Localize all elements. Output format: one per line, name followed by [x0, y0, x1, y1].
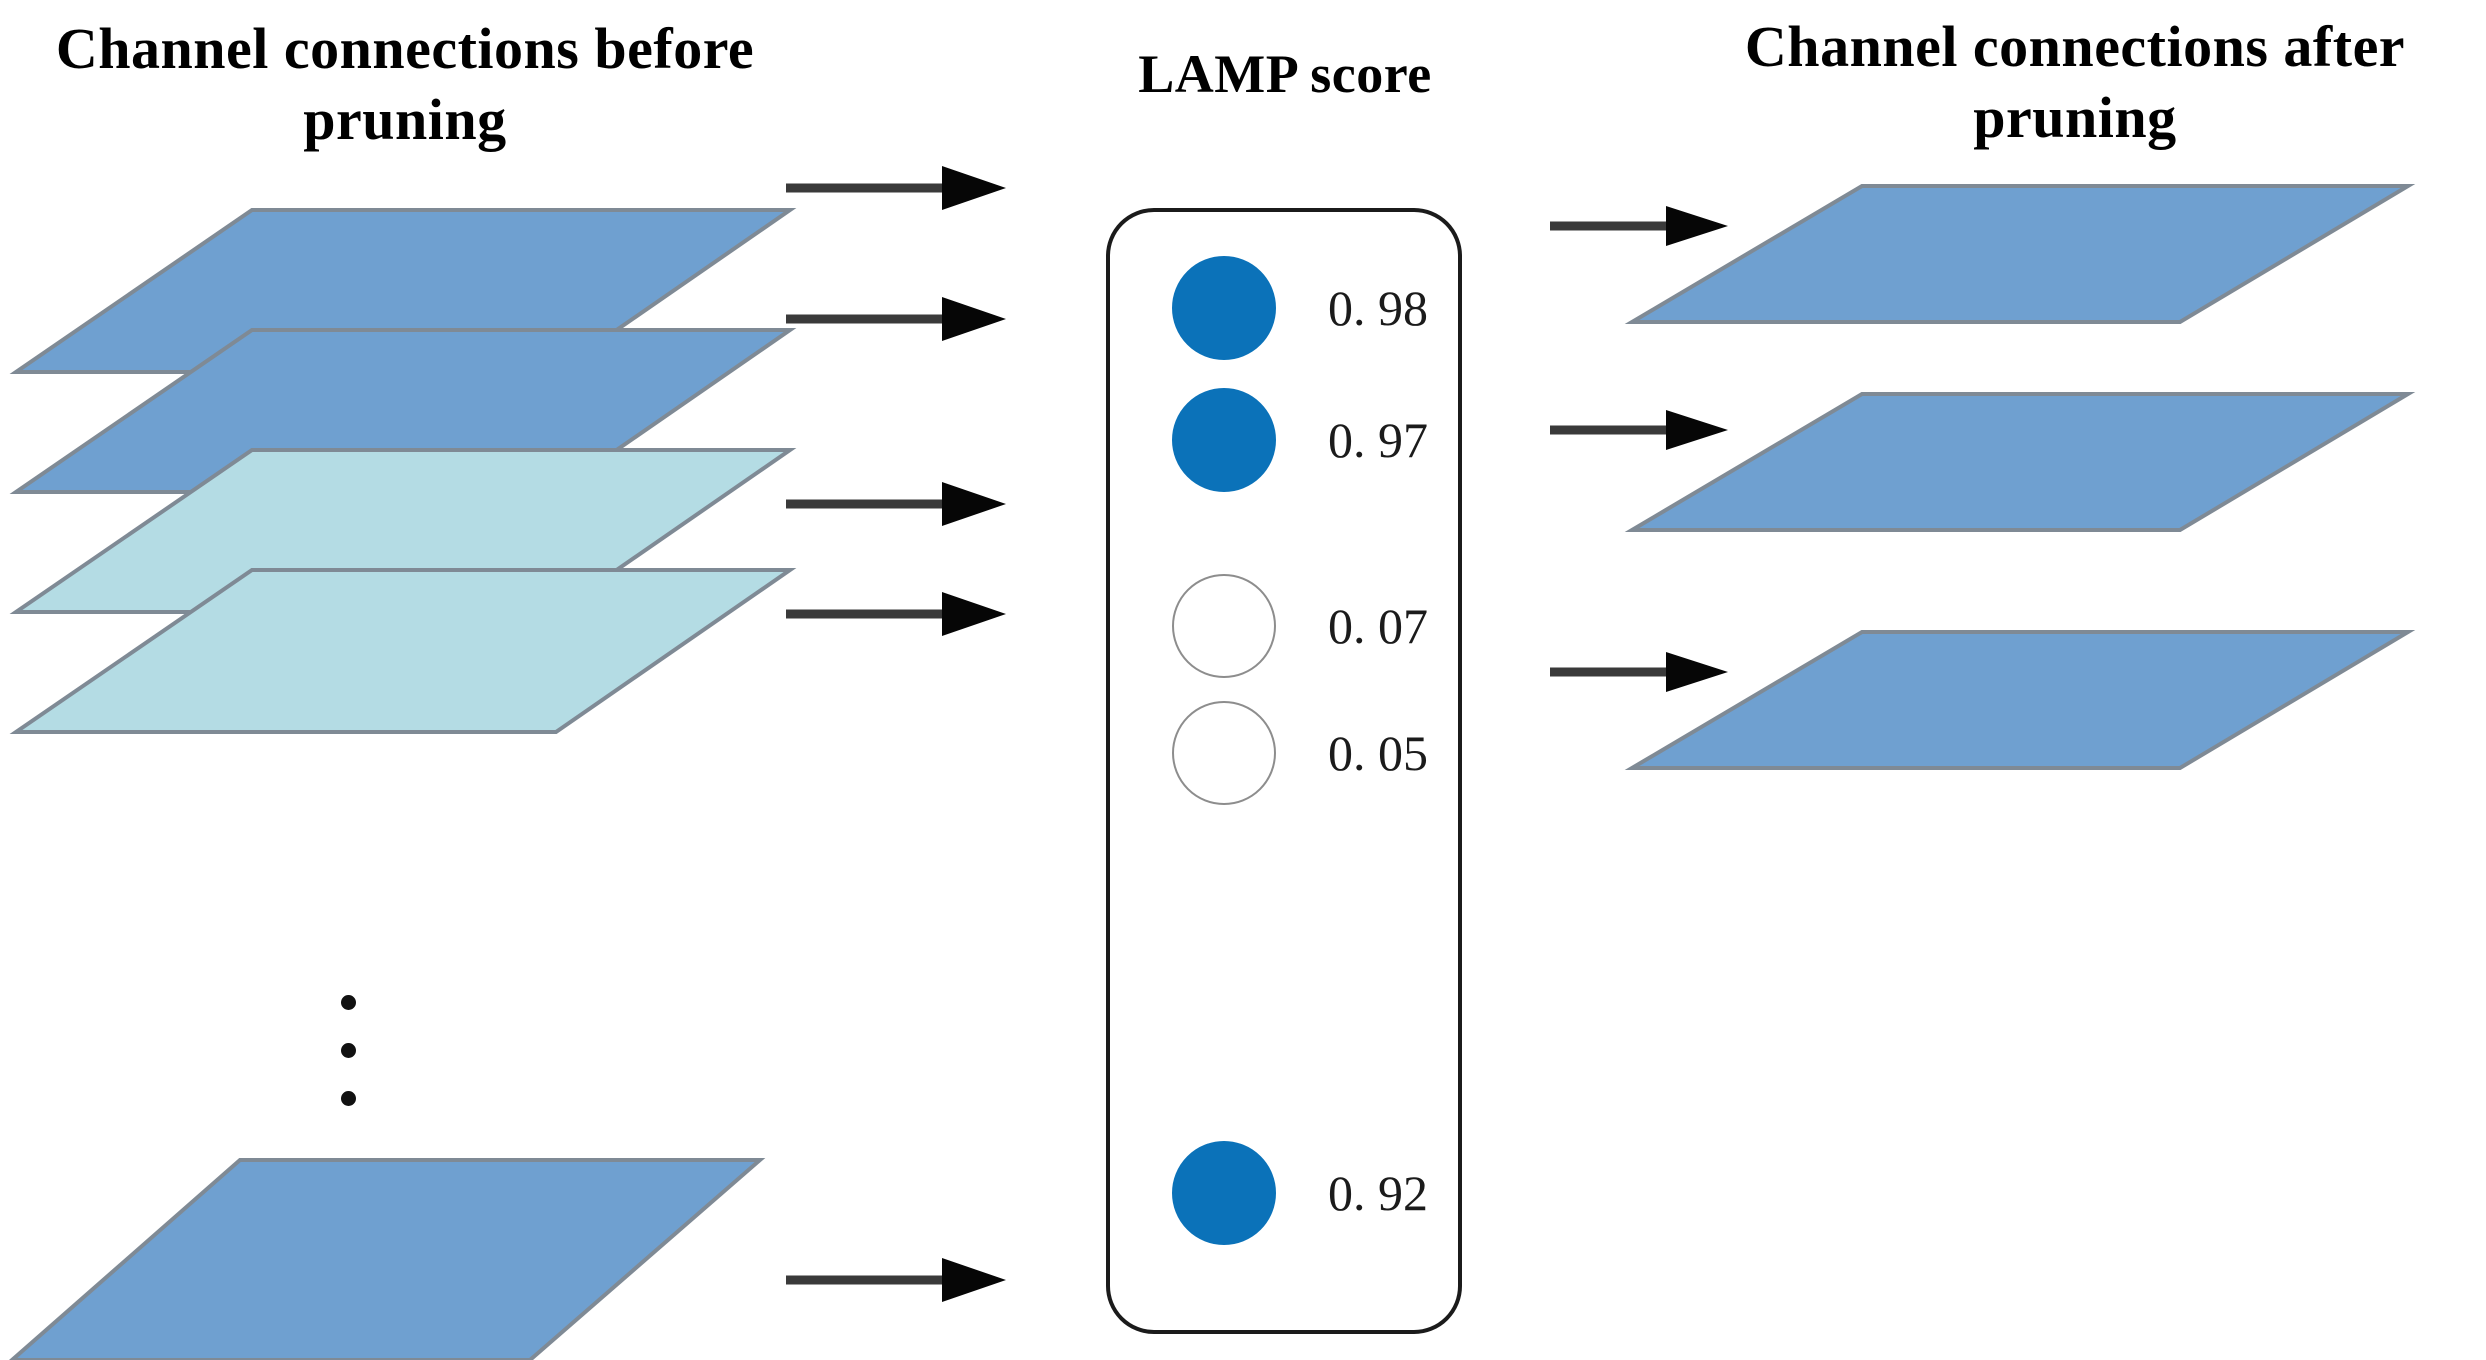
input-arrow-4 — [784, 584, 1014, 644]
output-arrow-1 — [1548, 196, 1738, 256]
score-value-4: 0. 05 — [1328, 725, 1428, 781]
input-arrow-2 — [784, 289, 1014, 349]
input-arrow-3 — [784, 474, 1014, 534]
score-value-2: 0. 97 — [1328, 412, 1428, 468]
score-value-1: 0. 98 — [1328, 280, 1428, 336]
channel-layer-after-2 — [1510, 378, 2486, 548]
output-arrow-3 — [1548, 642, 1738, 702]
channel-layer-before-n — [0, 1146, 800, 1360]
score-dot-filled-icon — [1172, 388, 1276, 492]
score-dot-filled-icon — [1172, 1141, 1276, 1245]
score-value-3: 0. 07 — [1328, 598, 1428, 654]
output-arrow-2 — [1548, 400, 1738, 460]
score-dot-hollow-icon — [1172, 574, 1276, 678]
title-lamp-score: LAMP score — [1138, 44, 1432, 104]
score-row-4: 0. 05 — [1110, 697, 1458, 809]
score-row-2: 0. 97 — [1110, 384, 1458, 496]
channel-layer-before-4 — [0, 556, 800, 746]
title-after-pruning: Channel connections after pruning — [1744, 14, 2406, 150]
title-before-pruning: Channel connections before pruning — [55, 16, 755, 152]
score-row-3: 0. 07 — [1110, 570, 1458, 682]
channel-layer-after-3 — [1510, 616, 2486, 786]
channel-layer-after-1 — [1510, 170, 2486, 340]
input-arrow-1 — [784, 158, 1014, 218]
score-value-5: 0. 92 — [1328, 1165, 1428, 1221]
input-arrow-5 — [784, 1250, 1014, 1310]
score-row-1: 0. 98 — [1110, 252, 1458, 364]
score-row-5: 0. 92 — [1110, 1137, 1458, 1249]
lamp-score-panel: 0. 98 0. 97 0. 07 0. 05 0. 92 — [1106, 208, 1462, 1334]
vertical-ellipsis-icon — [341, 995, 373, 1110]
score-dot-hollow-icon — [1172, 701, 1276, 805]
score-dot-filled-icon — [1172, 256, 1276, 360]
